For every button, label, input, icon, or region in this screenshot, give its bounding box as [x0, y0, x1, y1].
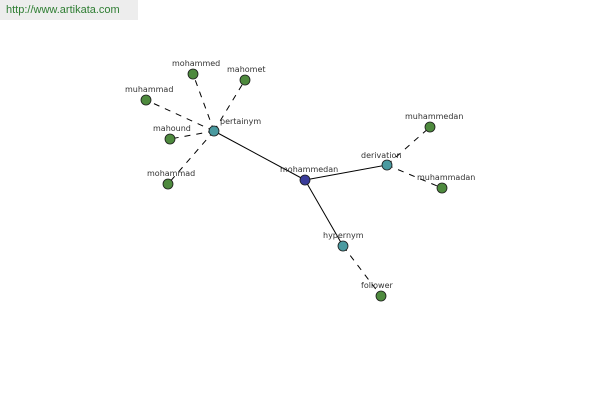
node-pertainym[interactable] — [208, 125, 220, 137]
edge-derivation-w-muhammadan — [386, 164, 443, 189]
edge-hypernym-w-follower — [342, 245, 382, 297]
node-label-pertainym[interactable]: pertainym — [220, 117, 261, 126]
node-label-w-muhammadan[interactable]: muhammadan — [417, 173, 475, 182]
edges-layer — [145, 73, 443, 297]
node-label-w-mohammed[interactable]: mohammed — [172, 59, 220, 68]
node-label-w-mahound[interactable]: mahound — [153, 124, 191, 133]
url-banner: http://www.artikata.com — [0, 0, 138, 20]
edge-root-pertainym — [213, 130, 306, 181]
edge-root-hypernym — [304, 179, 344, 247]
node-label-root[interactable]: mohammedan — [280, 165, 338, 174]
node-w-muhammedan[interactable] — [424, 121, 436, 133]
node-w-mohammed[interactable] — [187, 68, 199, 80]
node-label-w-follower[interactable]: follower — [361, 281, 394, 290]
site-url-link[interactable]: http://www.artikata.com — [6, 4, 120, 16]
node-w-follower[interactable] — [375, 290, 387, 302]
node-label-w-muhammad[interactable]: muhammad — [125, 85, 173, 94]
node-label-w-mahomet[interactable]: mahomet — [227, 65, 266, 74]
edge-pertainym-w-muhammad — [145, 99, 215, 132]
labels-layer: mohammedan pertainym derivation hypernym moh… — [125, 59, 475, 290]
node-w-mahomet[interactable] — [239, 74, 251, 86]
node-hypernym[interactable] — [337, 240, 349, 252]
edge-derivation-w-muhammedan — [386, 126, 431, 166]
node-w-muhammadan[interactable] — [436, 182, 448, 194]
node-label-w-mohammad[interactable]: mohammad — [147, 169, 195, 178]
node-label-w-muhammedan[interactable]: muhammedan — [405, 112, 463, 121]
node-w-mahound[interactable] — [164, 133, 176, 145]
edge-pertainym-w-mahound — [169, 130, 215, 140]
edge-pertainym-w-mohammed — [192, 73, 215, 132]
node-w-mohammad[interactable] — [162, 178, 174, 190]
node-derivation[interactable] — [381, 159, 393, 171]
nodes-layer — [140, 68, 448, 302]
node-w-muhammad[interactable] — [140, 94, 152, 106]
node-label-derivation[interactable]: derivation — [361, 151, 401, 160]
node-label-hypernym[interactable]: hypernym — [323, 231, 364, 240]
node-root[interactable] — [299, 174, 311, 186]
edge-root-derivation — [304, 164, 388, 181]
edge-pertainym-w-mahomet — [213, 79, 246, 132]
